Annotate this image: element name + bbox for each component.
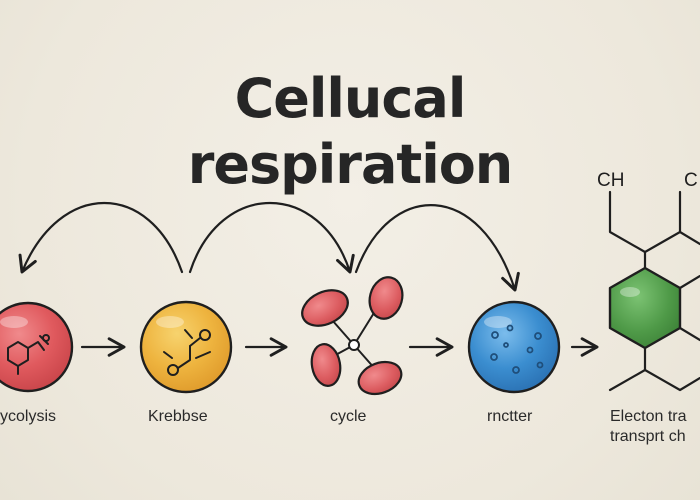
- krebs-sphere: [139, 300, 233, 394]
- curved-arrow-1: [18, 202, 184, 274]
- dotted-sphere-icon: [467, 300, 561, 394]
- particle-cluster-icon: [301, 276, 404, 396]
- chem-label-ch: CH: [597, 170, 624, 191]
- stage-label-cycle: cycle: [330, 408, 367, 425]
- stage-label-krebs: Krebbse: [148, 408, 208, 425]
- molecule-icon: [7, 334, 50, 375]
- chem-label-c: C: [684, 170, 698, 191]
- curved-arrow-3: [354, 204, 520, 292]
- page-title-line-1: Cellucal: [234, 67, 467, 130]
- stage-label-electron-line-1: Electon tra: [610, 408, 687, 425]
- molecule-icon: [163, 329, 211, 376]
- hexagon-highlight: [620, 287, 640, 297]
- hexagon-structure-icon: [608, 190, 700, 392]
- curved-arrows: [18, 201, 520, 292]
- page-title-line-2: respiration: [187, 133, 514, 196]
- stage-label-glycolysis: ycolysis: [0, 408, 57, 425]
- curved-arrow-2: [188, 201, 355, 274]
- stage-label-rnctter: rnctter: [487, 408, 533, 425]
- stage-label-electron-line-2: transprt ch: [610, 428, 686, 445]
- green-hexagon: [608, 266, 682, 350]
- glycolysis-sphere: [0, 301, 74, 393]
